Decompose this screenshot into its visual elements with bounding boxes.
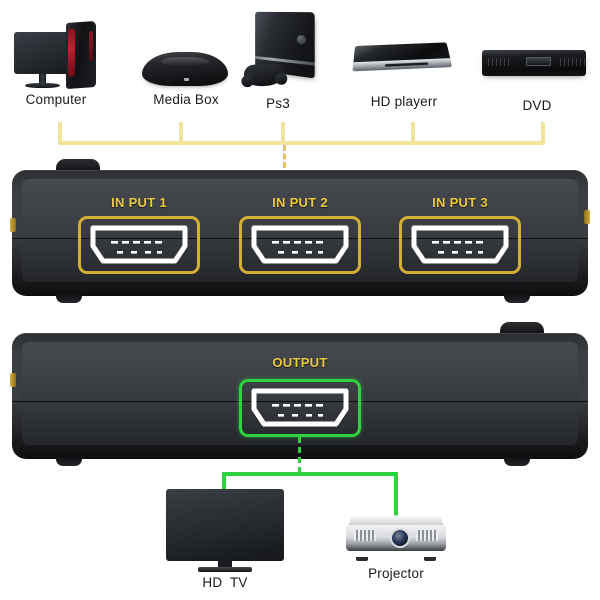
hdmi-input-port-3[interactable] <box>399 216 521 274</box>
input-connection-line <box>283 145 286 185</box>
hdmi-input-port-1[interactable] <box>78 216 200 274</box>
chassis-foot-back <box>504 457 530 466</box>
source-device-ps3 <box>236 6 332 92</box>
source-label-ps3: Ps3 <box>266 96 290 111</box>
hdmi-input-label-1: IN PUT 1 <box>111 195 167 210</box>
source-device-media-box <box>138 12 234 92</box>
sink-device-tv <box>166 489 284 573</box>
source-label-dvd: DVD <box>522 98 552 113</box>
chassis-top-knob-back <box>500 322 544 336</box>
hdmi-output-label: OUTPUT <box>272 355 328 370</box>
hdmi-port-icon <box>90 225 188 264</box>
sink-label-projector: Projector <box>368 566 424 581</box>
hdmi-input-port-2[interactable] <box>239 216 361 274</box>
hdmi-input-label-2: IN PUT 2 <box>272 195 328 210</box>
source-device-computer <box>8 8 104 92</box>
source-label-hd-player: HD playerr <box>370 94 438 109</box>
sink-label-tv: HD TV <box>202 575 248 590</box>
right-side-tab <box>584 210 590 224</box>
hdmi-port-icon <box>251 388 349 427</box>
chassis-foot <box>56 294 82 303</box>
hdmi-input-label-3: IN PUT 3 <box>432 195 488 210</box>
source-label-media-box: Media Box <box>153 92 219 107</box>
source-device-dvd <box>478 14 592 92</box>
left-side-tab <box>10 218 16 232</box>
left-side-tab-back <box>10 373 16 387</box>
sink-device-projector <box>346 514 446 561</box>
hd-player-icon <box>352 42 453 73</box>
chassis-top-knob <box>56 159 100 173</box>
source-label-computer: Computer <box>25 92 87 107</box>
projector-icon <box>346 514 446 561</box>
media-box-icon <box>142 52 228 86</box>
source-device-hd-player <box>352 14 456 92</box>
hdmi-port-icon <box>411 225 509 264</box>
hdmi-output-port[interactable] <box>239 379 361 437</box>
hdmi-port-icon <box>251 225 349 264</box>
chassis-foot-back <box>56 457 82 466</box>
chassis-foot <box>504 294 530 303</box>
